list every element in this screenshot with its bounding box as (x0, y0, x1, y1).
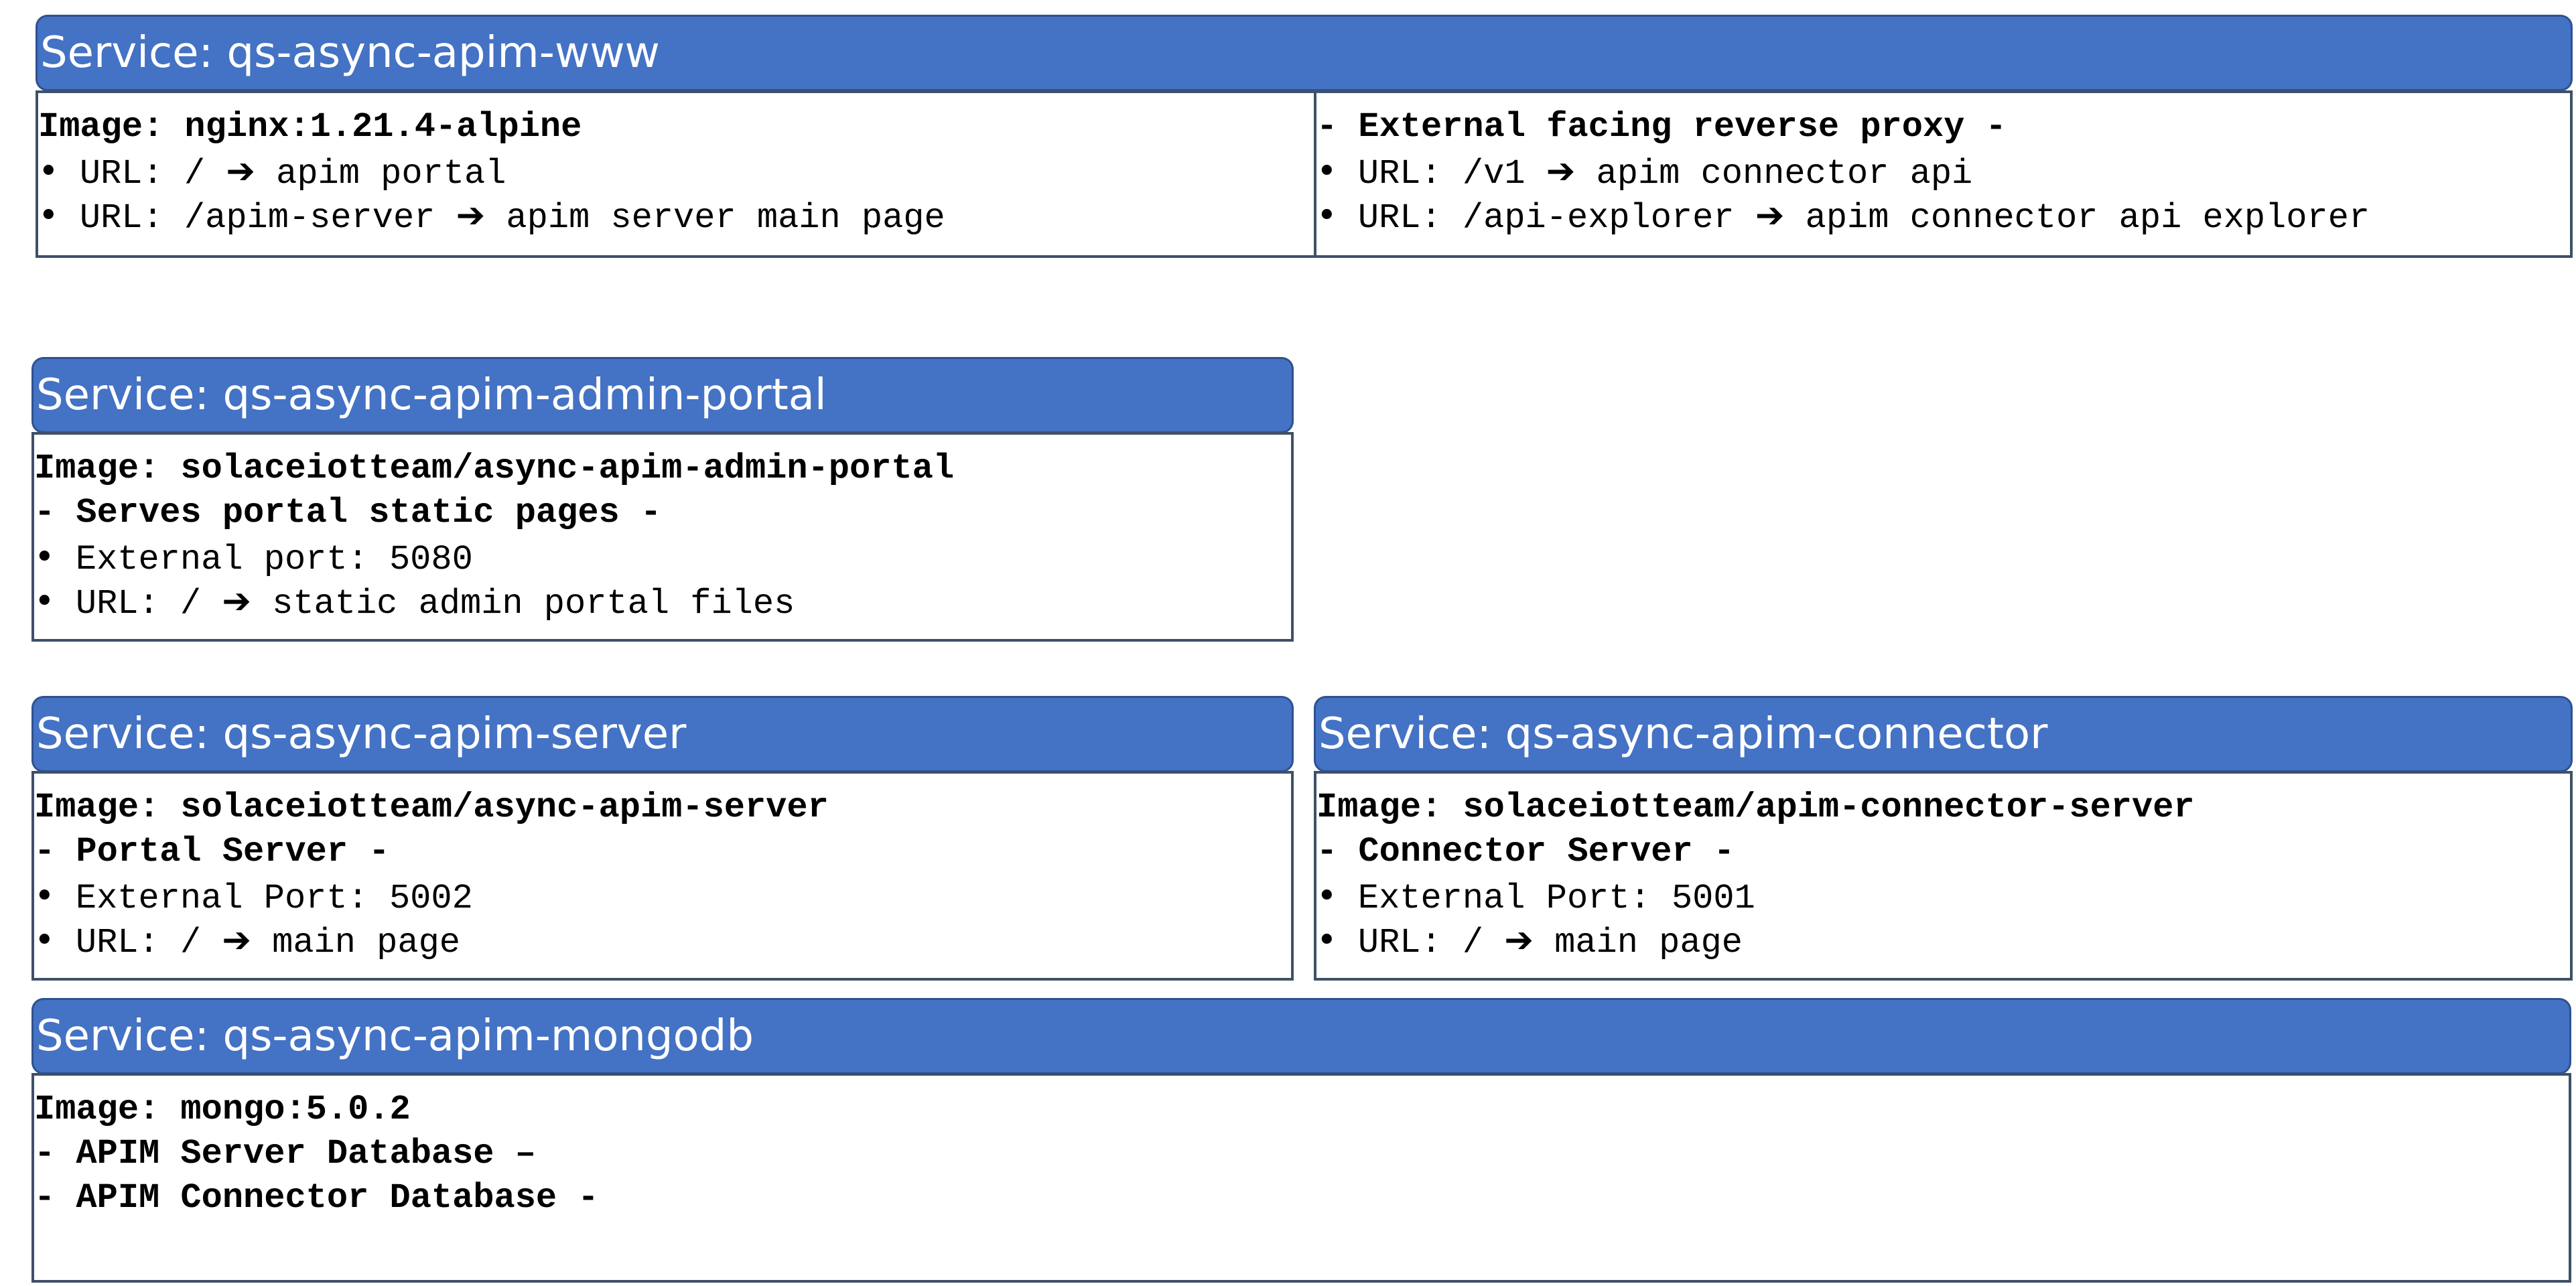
service-www-title: Service: qs-async-apim-www (40, 28, 660, 78)
service-www-right-box: - External facing reverse proxy - • URL:… (1314, 90, 2573, 258)
bullet-icon: • (1316, 876, 1337, 916)
service-mongodb-image: Image: mongo:5.0.2 (34, 1090, 411, 1129)
service-connector-role: - Connector Server - (1316, 832, 1735, 871)
service-server-image: Image: solaceiotteam/async-apim-server (34, 788, 829, 827)
service-admin-portal-header: Service: qs-async-apim-admin-portal (31, 357, 1294, 433)
list-item: • URL: /v1 ➔ apim connector api (1316, 151, 1973, 194)
list-item: • External port: 5080 (34, 537, 473, 579)
bullet-icon: • (34, 581, 55, 622)
service-mongodb-title: Service: qs-async-apim-mongodb (36, 1011, 754, 1061)
bullet-icon: • (38, 196, 59, 236)
arrow-right-icon: ➔ (222, 920, 251, 960)
list-item: • URL: / ➔ static admin portal files (34, 581, 795, 624)
arrow-right-icon: ➔ (1546, 151, 1576, 192)
service-admin-portal-image: Image: solaceiotteam/async-apim-admin-po… (34, 449, 955, 488)
bullet-icon: • (34, 876, 55, 916)
service-connector-header: Service: qs-async-apim-connector (1314, 696, 2573, 772)
service-admin-portal-role: - Serves portal static pages - (34, 493, 662, 532)
bullet-icon: • (1316, 151, 1337, 192)
service-www-role: - External facing reverse proxy - (1316, 107, 2007, 147)
bullet-icon: • (1316, 196, 1337, 236)
list-item: • URL: / ➔ apim portal (38, 151, 506, 194)
list-item: • URL: /apim-server ➔ apim server main p… (38, 196, 945, 238)
list-item: • External Port: 5002 (34, 876, 473, 918)
arrow-right-icon: ➔ (226, 151, 255, 192)
service-www-left-box: Image: nginx:1.21.4-alpine • URL: / ➔ ap… (36, 90, 1316, 258)
list-item: • External Port: 5001 (1316, 876, 1755, 918)
service-mongodb-header: Service: qs-async-apim-mongodb (31, 998, 2571, 1074)
bullet-icon: • (38, 151, 59, 192)
service-server-header: Service: qs-async-apim-server (31, 696, 1294, 772)
bullet-icon: • (1316, 920, 1337, 960)
arrow-right-icon: ➔ (222, 581, 251, 622)
service-connector-image: Image: solaceiotteam/apim-connector-serv… (1316, 788, 2195, 827)
service-admin-portal-title: Service: qs-async-apim-admin-portal (36, 370, 827, 420)
service-mongodb-role-server-db: - APIM Server Database – (34, 1134, 536, 1173)
service-connector-box: Image: solaceiotteam/apim-connector-serv… (1314, 771, 2573, 981)
bullet-icon: • (34, 920, 55, 960)
arrow-right-icon: ➔ (456, 196, 486, 236)
service-admin-portal-box: Image: solaceiotteam/async-apim-admin-po… (31, 432, 1294, 642)
service-server-role: - Portal Server - (34, 832, 390, 871)
list-item: • URL: / ➔ main page (1316, 920, 1743, 962)
service-mongodb-role-connector-db: - APIM Connector Database - (34, 1178, 599, 1218)
arrow-right-icon: ➔ (1755, 196, 1785, 236)
service-server-box: Image: solaceiotteam/async-apim-server -… (31, 771, 1294, 981)
service-www-header: Service: qs-async-apim-www (36, 15, 2573, 91)
list-item: • URL: / ➔ main page (34, 920, 460, 962)
bullet-icon: • (34, 537, 55, 577)
arrow-right-icon: ➔ (1504, 920, 1534, 960)
list-item: • URL: /api-explorer ➔ apim connector ap… (1316, 196, 2370, 238)
service-server-title: Service: qs-async-apim-server (36, 709, 687, 759)
service-www-image: Image: nginx:1.21.4-alpine (38, 107, 582, 147)
service-connector-title: Service: qs-async-apim-connector (1318, 709, 2048, 759)
service-mongodb-box: Image: mongo:5.0.2 - APIM Server Databas… (31, 1073, 2571, 1283)
